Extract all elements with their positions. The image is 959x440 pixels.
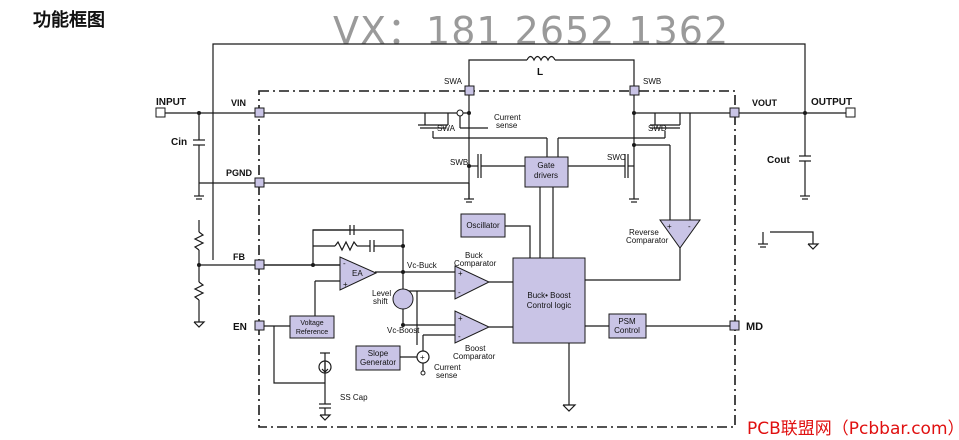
md-pin [729,320,740,331]
psm-control-label: PSM [618,317,636,326]
page-title: 功能框图 [33,10,105,31]
control-logic-label: Buck• Boost [527,291,571,300]
control-wiring [264,187,730,421]
swa-top-label: SWA [444,77,463,86]
level-shift-label-2: shift [373,297,388,306]
buck-comp-minus: - [458,288,461,297]
pgnd-pin [254,177,265,188]
pgnd-label: PGND [226,168,253,178]
control-logic-label-2: Control logic [527,301,571,310]
control-logic-block [512,257,586,344]
reverse-comparator-label-2: Comparator [626,236,669,245]
voltage-reference-label: Voltage [300,320,323,327]
ss-cap-label: SS Cap [340,393,368,402]
reverse-comp-minus: - [688,222,691,231]
gate-drivers-block [524,156,569,188]
voltage-reference-label-2: Reference [296,329,328,336]
buck-comp-plus: + [458,269,463,278]
current-sense-top-label-2: sense [496,121,518,130]
swb-top-label: SWB [643,77,661,86]
swb-label: SWB [450,158,468,167]
vin-label: VIN [231,98,246,108]
current-sense-bottom-label: Current [434,363,461,372]
ea-amplifier [339,256,378,291]
slope-generator-block [355,345,401,371]
psm-control-label-2: Control [614,326,640,335]
ea-minus: - [343,259,346,268]
ea-label: EA [352,269,363,278]
buck-comparator [454,265,491,300]
oscillator-label: Oscillator [466,221,500,230]
vc-boost-label: Vc-Boost [387,326,420,335]
summing-node-icon [416,350,430,364]
cin-label: Cin [171,137,187,148]
boost-comparator-label: Boost [465,344,486,353]
en-pin [254,320,265,331]
contact-watermark: VX：181 2652 1362 [333,9,730,53]
slope-generator-label-2: Generator [360,358,396,367]
ea-plus: + [343,280,348,289]
boost-comp-minus: - [458,332,461,341]
input-label: INPUT [156,97,186,108]
switch-wiring [418,95,730,220]
gate-drivers-label: Gate [537,161,555,170]
level-shift-label: Level [372,289,391,298]
psm-control-block [608,313,647,339]
buck-comparator-label-2: Comparator [454,259,497,268]
reverse-comp-plus: + [667,222,672,231]
reverse-comparator-label: Reverse [629,228,659,237]
output-pin [845,107,856,118]
vc-buck-label: Vc-Buck [407,261,438,270]
vout-label: VOUT [752,98,778,108]
output-wiring [739,112,846,250]
output-label: OUTPUT [811,97,852,108]
en-label: EN [233,322,247,333]
reverse-comparator [659,219,701,249]
swc-label: SWC [607,153,626,162]
voltage-reference-block [289,315,335,339]
swa-label: SWA [437,124,456,133]
chip-boundary [258,90,736,428]
fb-label: FB [233,252,245,262]
cout-label: Cout [767,155,790,166]
input-wiring [165,112,469,328]
top-feedback-wire [212,43,806,260]
footer-credit: PCB联盟网（Pcbbar.com） [747,419,959,439]
slope-generator-label: Slope [368,349,389,358]
swa-pin [464,85,475,96]
current-sense-bottom-label-2: sense [436,371,458,380]
inductor-label: L [537,67,543,78]
vout-pin [729,107,740,118]
level-shift-icon [392,288,414,310]
swb-pin [629,85,640,96]
current-source-icon [318,360,332,374]
current-sense-terminal [420,370,426,376]
vin-pin [254,107,265,118]
current-sense-top-label: Current [494,113,521,122]
md-label: MD [746,321,763,333]
boost-comparator [454,310,491,344]
gate-drivers-label-2: drivers [534,171,558,180]
input-pin [155,107,166,118]
boost-comparator-label-2: Comparator [453,352,496,361]
swd-label: SWD [648,124,667,133]
buck-comparator-label: Buck [465,251,484,260]
boost-comp-plus: + [458,314,463,323]
summing-plus-icon: + [420,353,425,362]
inductor-path [468,55,635,91]
current-sense-top-terminal [456,109,464,117]
fb-pin [254,259,265,270]
